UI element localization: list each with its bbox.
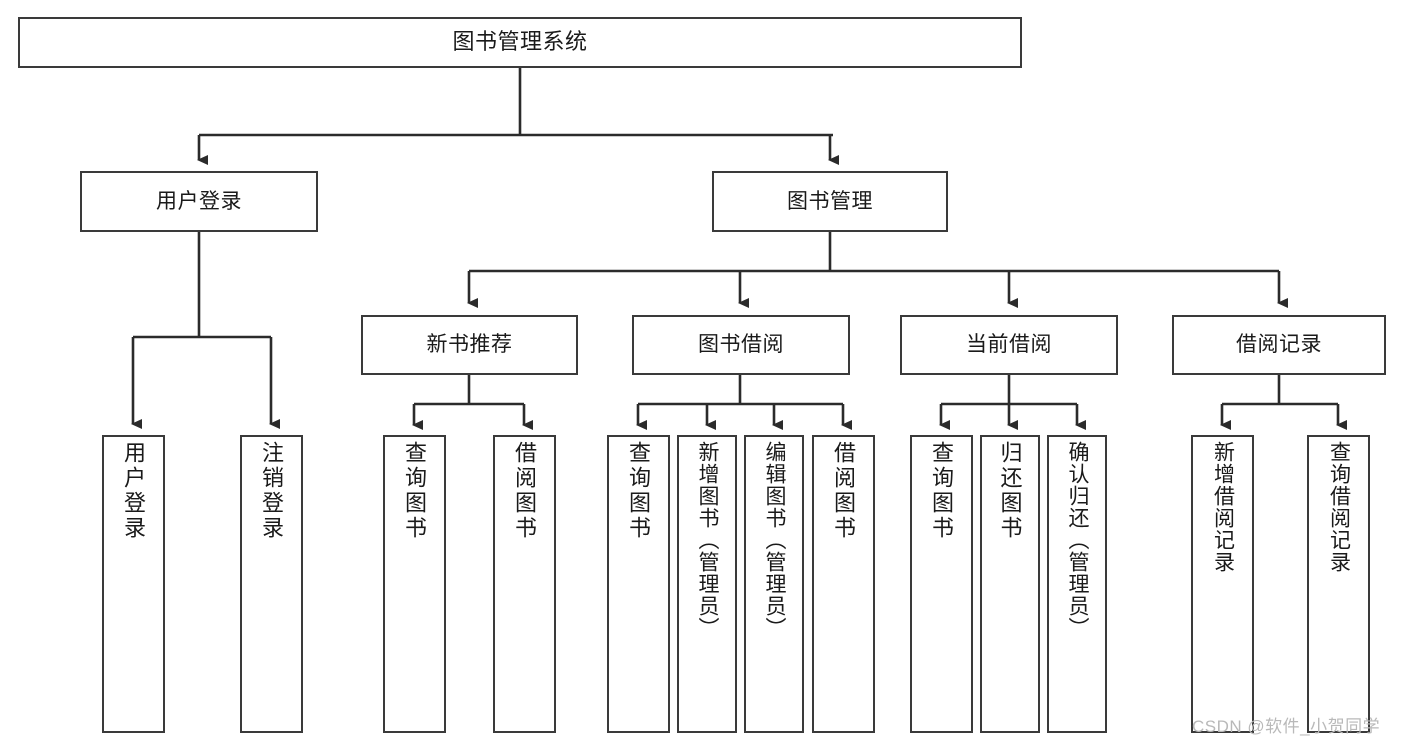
node-leaf-edit-book[interactable]: 编辑图书（管理员） xyxy=(744,435,804,733)
node-borrow-record[interactable]: 借阅记录 xyxy=(1172,315,1386,375)
node-leaf-confirm-return-label: 确认归还（管理员） xyxy=(1066,441,1090,639)
node-leaf-query-book-3-label: 查询图书 xyxy=(929,441,955,541)
node-leaf-edit-book-label: 编辑图书（管理员） xyxy=(763,441,787,639)
node-leaf-borrow-book-1-label: 借阅图书 xyxy=(512,441,538,541)
node-leaf-return-book[interactable]: 归还图书 xyxy=(980,435,1040,733)
node-leaf-add-record[interactable]: 新增借阅记录 xyxy=(1191,435,1254,733)
node-leaf-query-book-2-label: 查询图书 xyxy=(626,441,652,541)
node-borrow-record-label: 借阅记录 xyxy=(1236,333,1322,357)
node-leaf-user-login-label: 用户登录 xyxy=(121,441,147,541)
node-book-borrow[interactable]: 图书借阅 xyxy=(632,315,850,375)
node-current-borrow-label: 当前借阅 xyxy=(966,333,1052,357)
node-root[interactable]: 图书管理系统 xyxy=(18,17,1022,68)
node-leaf-add-record-label: 新增借阅记录 xyxy=(1211,441,1235,573)
node-leaf-return-book-label: 归还图书 xyxy=(997,441,1023,541)
node-leaf-borrow-book-2-label: 借阅图书 xyxy=(831,441,857,541)
node-leaf-user-login[interactable]: 用户登录 xyxy=(102,435,165,733)
node-book-manage-label: 图书管理 xyxy=(787,189,873,213)
node-book-manage[interactable]: 图书管理 xyxy=(712,171,948,232)
node-leaf-query-book-2[interactable]: 查询图书 xyxy=(607,435,670,733)
node-leaf-add-book[interactable]: 新增图书（管理员） xyxy=(677,435,737,733)
watermark: CSDN @软件_小贺同学 xyxy=(1192,717,1381,736)
node-current-borrow[interactable]: 当前借阅 xyxy=(900,315,1118,375)
node-user-login[interactable]: 用户登录 xyxy=(80,171,318,232)
node-leaf-logout-login-label: 注销登录 xyxy=(259,441,285,541)
node-leaf-logout-login[interactable]: 注销登录 xyxy=(240,435,303,733)
node-new-book-recommend-label: 新书推荐 xyxy=(426,333,513,357)
node-leaf-borrow-book-1[interactable]: 借阅图书 xyxy=(493,435,556,733)
node-leaf-query-record-label: 查询借阅记录 xyxy=(1327,441,1351,573)
node-leaf-add-book-label: 新增图书（管理员） xyxy=(696,441,720,639)
node-user-login-label: 用户登录 xyxy=(156,189,242,213)
node-leaf-query-book-3[interactable]: 查询图书 xyxy=(910,435,973,733)
node-book-borrow-label: 图书借阅 xyxy=(698,333,784,357)
node-new-book-recommend[interactable]: 新书推荐 xyxy=(361,315,578,375)
node-leaf-query-book-1-label: 查询图书 xyxy=(402,441,428,541)
node-root-label: 图书管理系统 xyxy=(452,29,588,55)
node-leaf-query-book-1[interactable]: 查询图书 xyxy=(383,435,446,733)
node-leaf-confirm-return[interactable]: 确认归还（管理员） xyxy=(1047,435,1107,733)
node-leaf-borrow-book-2[interactable]: 借阅图书 xyxy=(812,435,875,733)
node-leaf-query-record[interactable]: 查询借阅记录 xyxy=(1307,435,1370,733)
